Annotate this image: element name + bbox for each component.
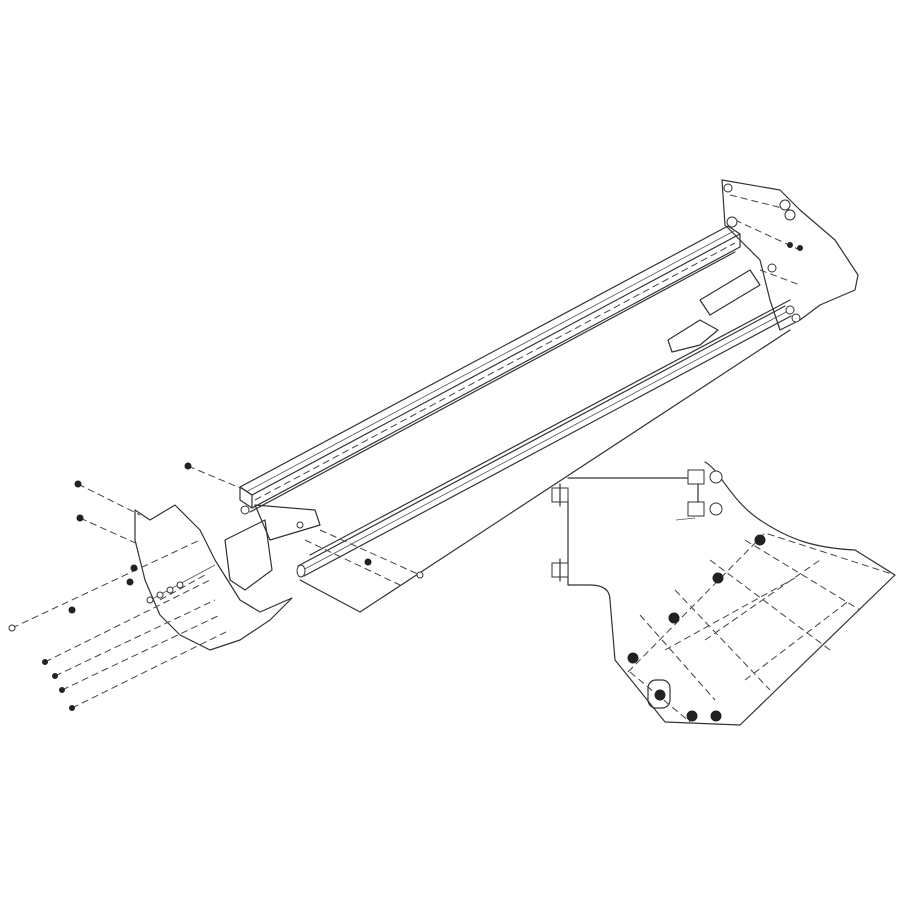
- main-beam: [239, 225, 741, 509]
- panel-outline: [249, 251, 791, 613]
- right-end-bracket: [667, 179, 859, 353]
- inset-bolt-top-left: [551, 483, 569, 507]
- exploded-fasteners: [8, 462, 424, 711]
- detail-inset: [551, 461, 896, 726]
- inset-bracket-bolts: [675, 469, 723, 521]
- lower-rod: [296, 299, 792, 578]
- left-end-shield: [134, 504, 321, 651]
- inset-bolt-bottom-left: [551, 558, 569, 582]
